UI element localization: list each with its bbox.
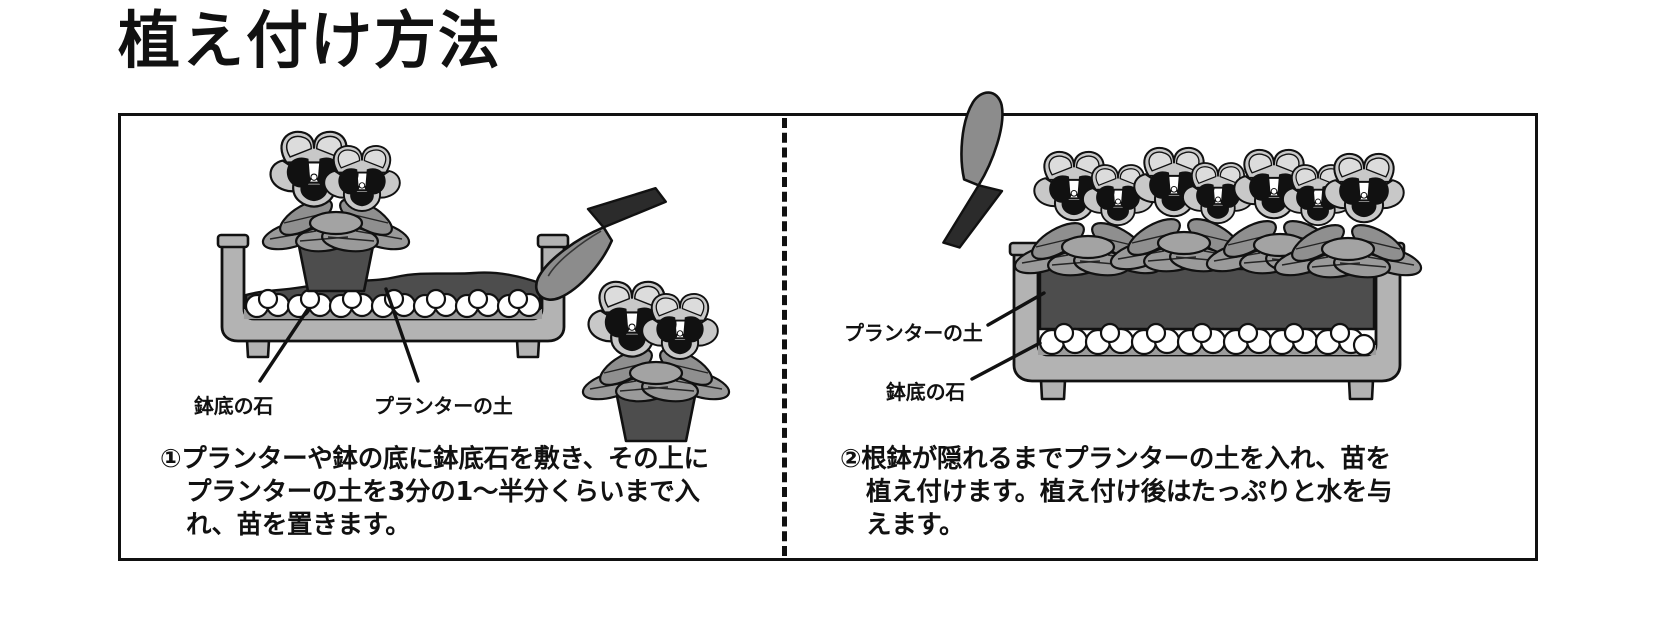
illustration-step-2 — [788, 91, 1538, 433]
caption-step-1: ①プランターや鉢の底に鉢底石を敷き、その上に プランターの土を3分の1〜半分くら… — [118, 443, 783, 542]
label-pot-bottom-stones: 鉢底の石 — [886, 380, 966, 404]
page-title: 植え付け方法 — [118, 4, 503, 77]
label-pot-bottom-stones: 鉢底の石 — [194, 394, 274, 418]
seedling-in-planter — [258, 130, 414, 293]
potted-seedling — [578, 280, 734, 443]
caption-step-2: ②根鉢が隠れるまでプランターの土を入れ、苗を 植え付けます。植え付け後はたっぷり… — [788, 443, 1538, 542]
trowel-icon — [942, 91, 1004, 249]
panel-step-1: 鉢底の石 プランターの土 ①プランターや鉢の底に鉢底石を敷き、その上に プランタ… — [118, 113, 783, 561]
drainage-stones-icon — [244, 288, 542, 319]
caption-line: ①プランターや鉢の底に鉢底石を敷き、その上に — [160, 444, 709, 474]
illustration-step-1 — [118, 113, 783, 443]
caption-line: えます。 — [866, 510, 965, 541]
drainage-stones-icon — [1038, 322, 1376, 357]
label-planter-soil: プランターの土 — [844, 321, 983, 345]
caption-line: 植え付けます。植え付け後はたっぷりと水を与 — [866, 477, 1393, 508]
panel-divider — [782, 118, 787, 556]
label-planter-soil: プランターの土 — [374, 394, 513, 418]
panel-step-2: プランターの土 鉢底の石 ②根鉢が隠れるまでプランターの土を入れ、苗を 植え付け… — [788, 91, 1538, 561]
caption-line: れ、苗を置きます。 — [186, 510, 411, 541]
caption-line: プランターの土を3分の1〜半分くらいまで入 — [186, 477, 700, 508]
caption-line: ②根鉢が隠れるまでプランターの土を入れ、苗を — [840, 444, 1391, 474]
callout-leaders — [970, 291, 1046, 381]
callout-leaders — [258, 287, 420, 383]
planted-seedling-row — [1010, 146, 1426, 282]
